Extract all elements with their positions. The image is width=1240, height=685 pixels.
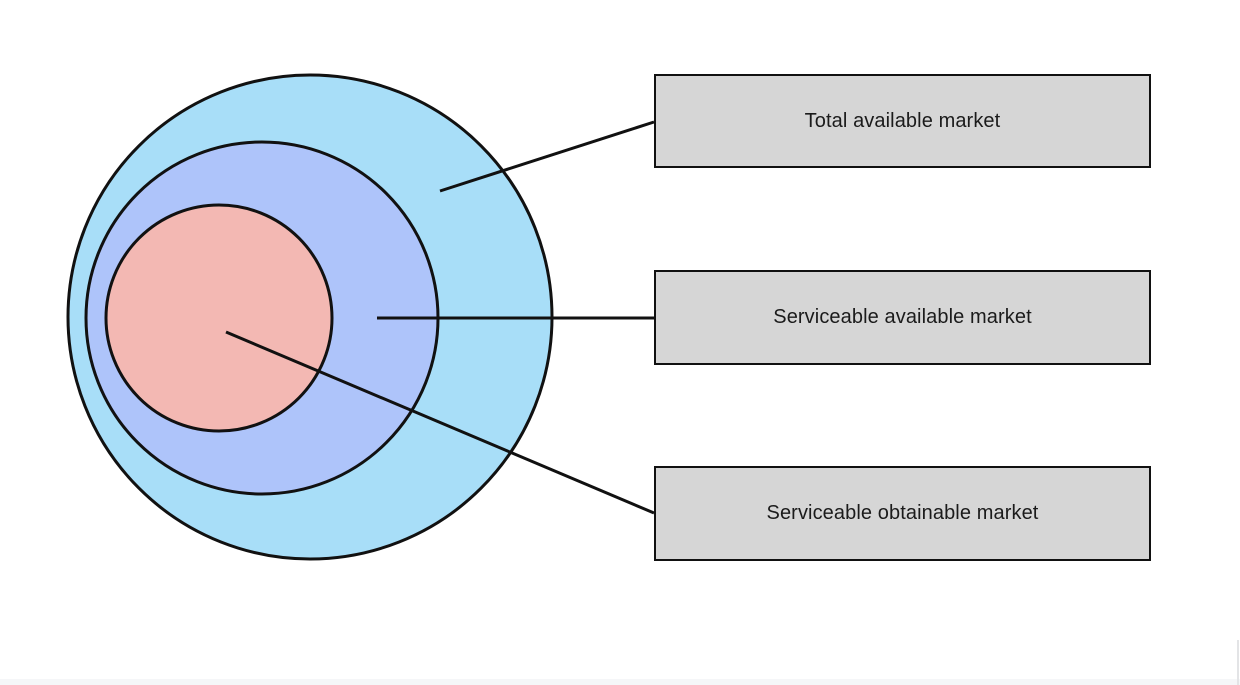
som-connector-line bbox=[225, 330, 655, 515]
tam-label: Total available market bbox=[804, 109, 1001, 132]
edge-divider bbox=[1237, 640, 1239, 685]
som-label: Serviceable obtainable market bbox=[766, 502, 1039, 524]
serviceable-obtainable-market-circle bbox=[104, 203, 334, 433]
sam-label: Serviceable available market bbox=[773, 306, 1032, 328]
tam-label-box: Total available market bbox=[654, 74, 1151, 168]
tam-connector-line bbox=[439, 120, 655, 193]
bottom-strip bbox=[0, 679, 1240, 685]
sam-label-box: Serviceable available market bbox=[654, 270, 1151, 365]
som-label-box: Serviceable obtainable market bbox=[654, 466, 1151, 561]
